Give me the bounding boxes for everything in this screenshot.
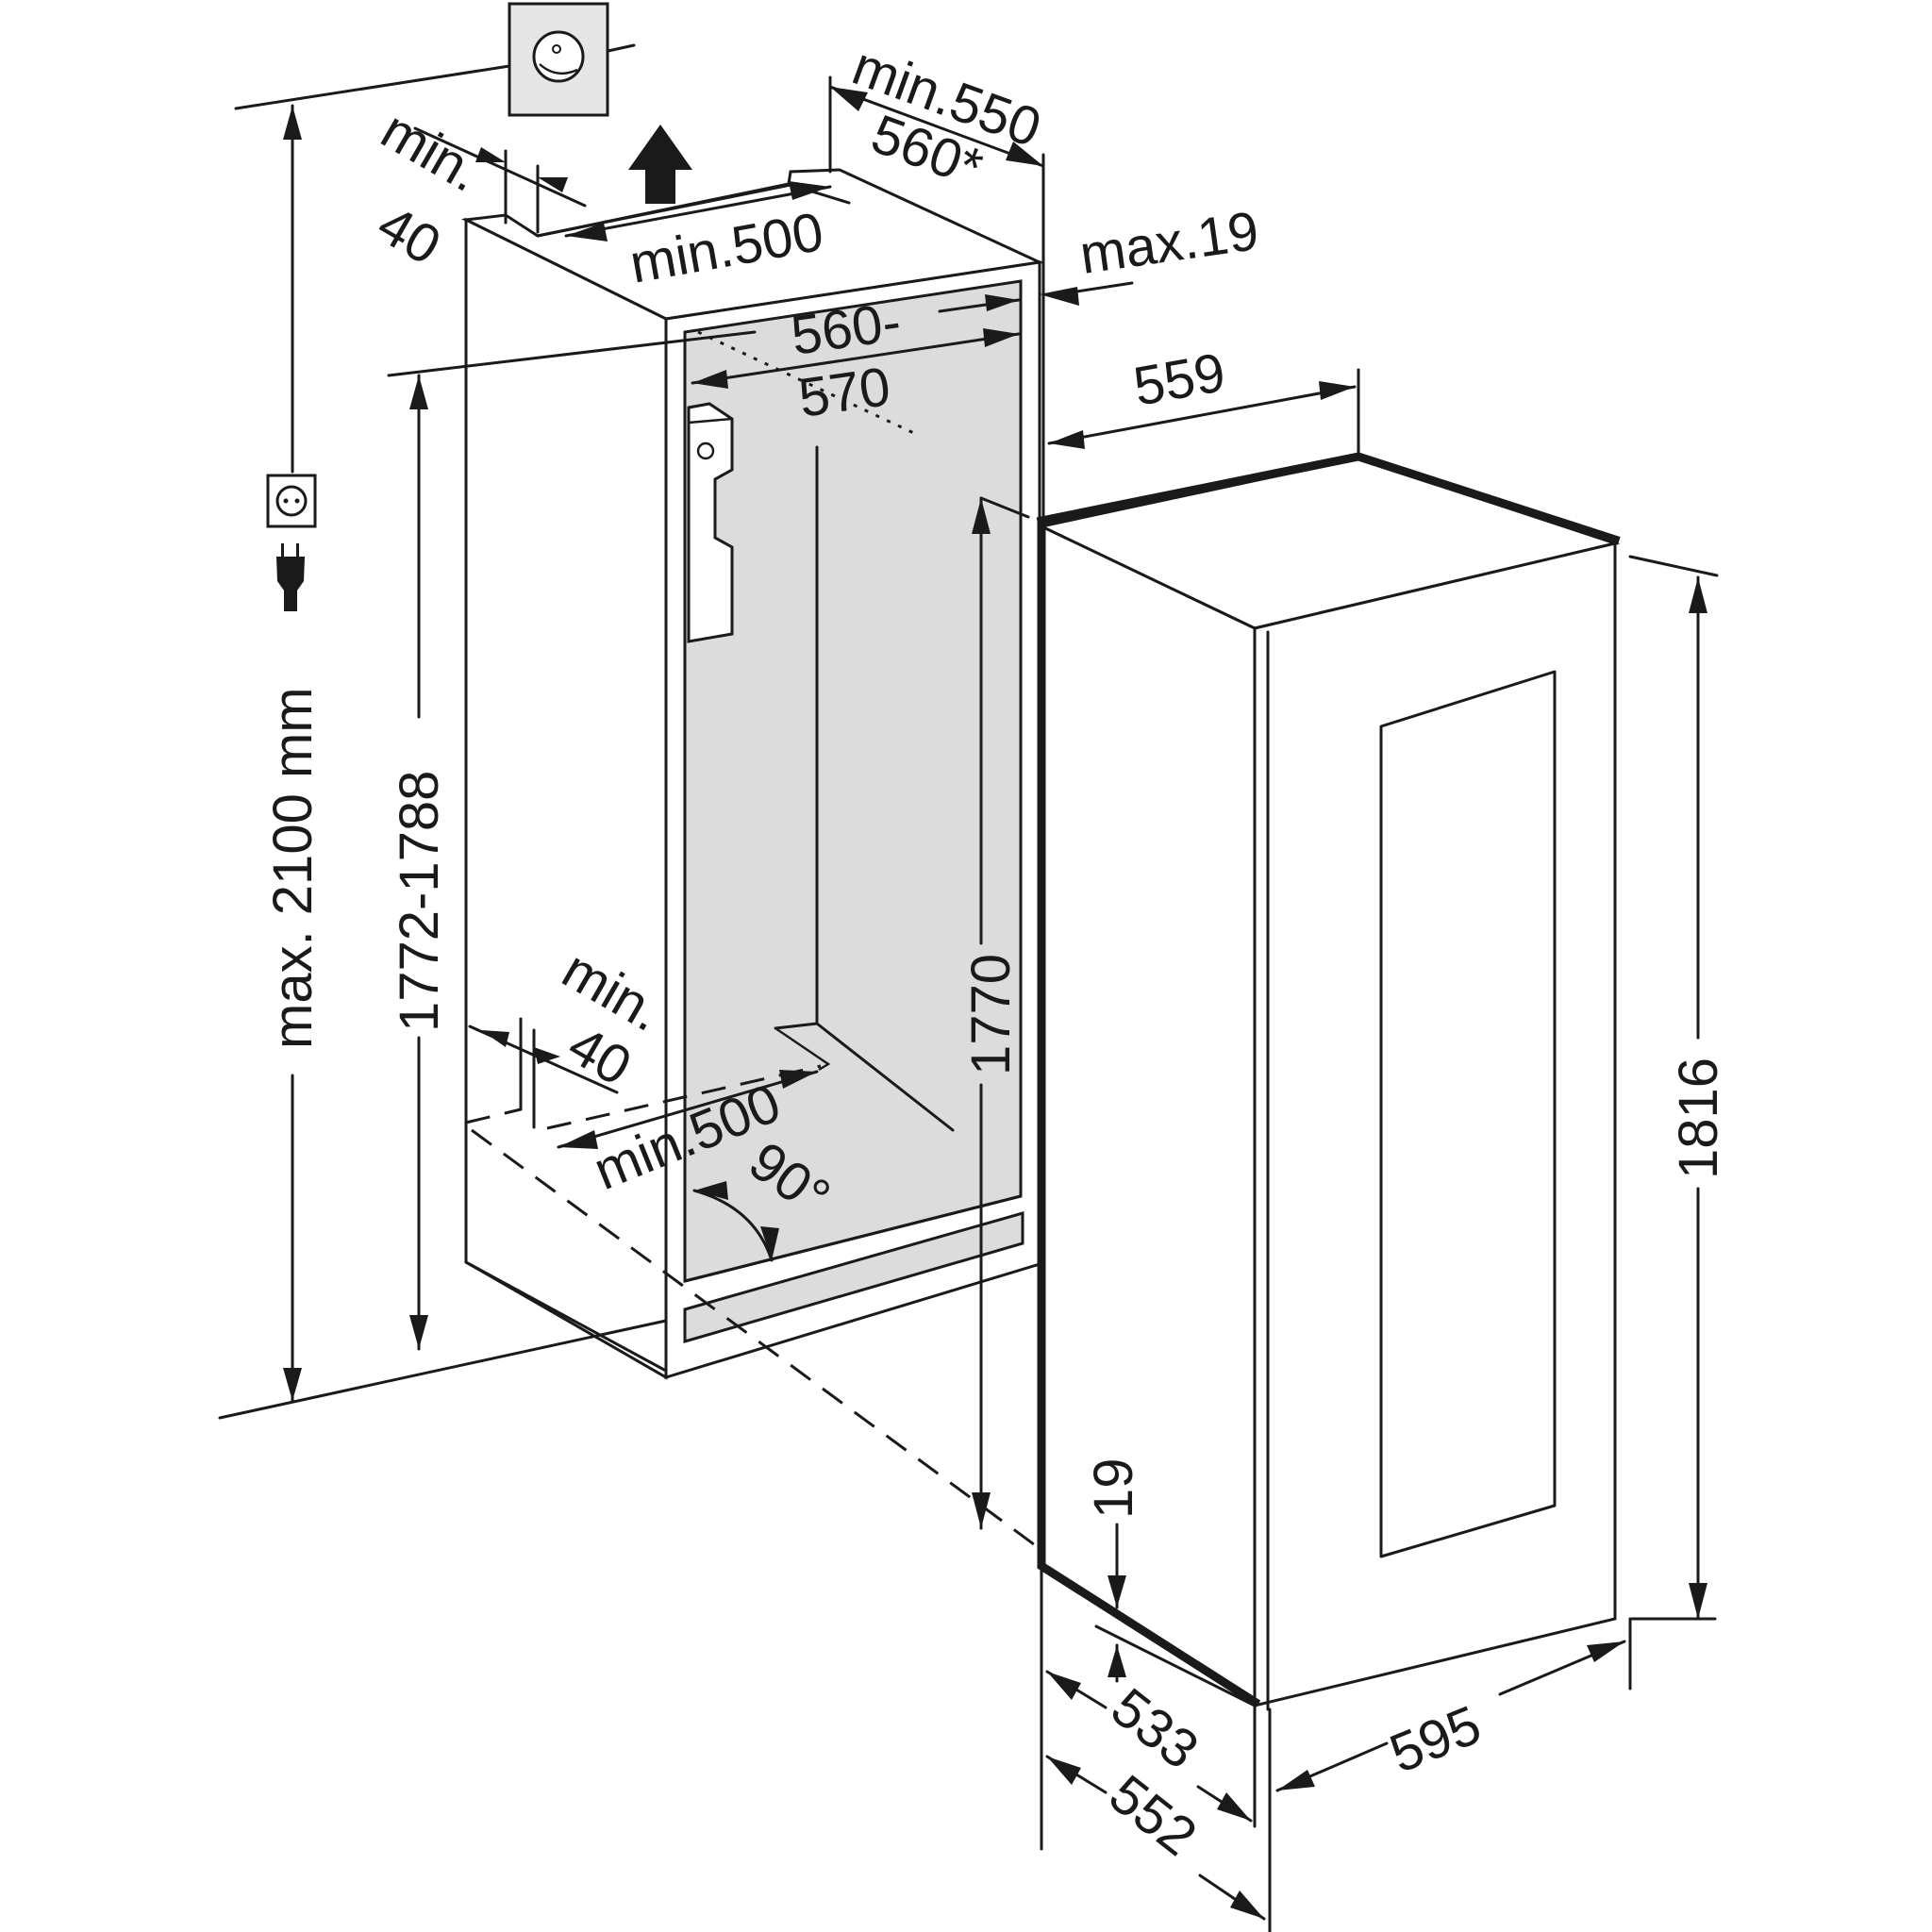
label-door-thickness: 19 [1083,1457,1144,1519]
dimension-front-panel [938,281,1134,313]
appliance-body [1036,452,1621,1711]
niche-cabinet [460,168,1045,1380]
wall-vent-icon [234,2,636,117]
dimension-bottom-vent-gap [468,1024,619,1094]
dimension-depth-body [1040,1564,1257,1851]
label-top-vent-gap-value: 40 [368,193,451,277]
label-niche-width-top: 560- [788,291,905,367]
label-niche-height: 1772-1788 [389,771,450,1032]
power-socket-icon [266,451,317,528]
dimension-appliance-depth-top [1047,368,1360,458]
label-depth-total: 552 [1098,1763,1208,1868]
dimension-width-appliance [1275,1617,1632,1792]
label-appliance-height: 1816 [1668,1058,1729,1179]
dimension-max-height [283,104,302,1403]
mounting-bracket [687,402,734,643]
dimension-interior-height [972,496,1030,1530]
dimension-door-thickness [1094,1523,1257,1707]
label-appliance-depth-top: 559 [1129,341,1230,418]
angle-90-indicator [692,1181,779,1262]
label-width-appliance: 595 [1382,1694,1490,1786]
label-depth-body: 533 [1100,1676,1209,1781]
dimension-niche-width [691,328,1021,389]
label-top-vent-gap-min: min. [372,99,491,204]
power-plug-icon [276,543,305,611]
dimension-depth-total [1045,1707,1272,1932]
air-flow-up-arrow-icon [628,125,692,204]
label-max-height: max. 2100 mm [262,687,324,1049]
label-interior-height: 1770 [960,954,1022,1075]
dimension-niche-height [387,330,757,1351]
dimension-bottom-vent-depth [557,1070,819,1149]
dimension-niche-depth [828,75,1045,568]
bottom-ventilation-channel [464,1017,1039,1549]
label-front-panel-max: max.19 [1076,200,1262,286]
label-niche-width-bottom: 570 [795,356,894,429]
dimension-top-vent-depth [564,181,832,242]
dimension-appliance-height [1628,555,1719,1621]
dimension-top-vent-gap [413,126,587,234]
